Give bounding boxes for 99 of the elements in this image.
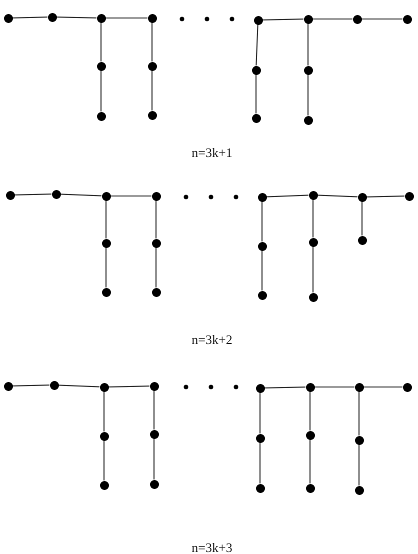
edge-line xyxy=(110,195,152,197)
vertex-dot xyxy=(150,480,158,488)
edge-line xyxy=(312,200,314,238)
edge-line xyxy=(261,250,263,290)
vertex-dot xyxy=(306,430,314,440)
edge-line xyxy=(264,386,306,388)
vertex-dot xyxy=(258,290,266,300)
edge-line xyxy=(100,70,102,112)
vertex-dot xyxy=(152,288,160,296)
edge-line xyxy=(106,17,148,19)
edge-line xyxy=(60,194,102,196)
edge-line xyxy=(259,392,261,434)
edge-line xyxy=(155,248,157,288)
edge-line xyxy=(151,22,153,62)
vertex-dot xyxy=(256,384,264,392)
edge-line xyxy=(12,384,50,386)
edge-line xyxy=(108,386,150,388)
edge-line xyxy=(105,248,107,288)
edge-line xyxy=(358,392,360,436)
edge-line xyxy=(255,74,257,114)
edge-line xyxy=(151,70,153,110)
edge-line xyxy=(307,24,309,66)
vertex-dot xyxy=(308,190,318,200)
vertex-dot xyxy=(252,114,260,122)
vertex-dot xyxy=(148,14,156,22)
vertex-dot xyxy=(102,192,110,200)
edge-line xyxy=(100,22,102,62)
vertex-dot xyxy=(256,434,264,442)
vertex-dot xyxy=(352,14,362,24)
edge-line xyxy=(103,440,105,480)
vertex-dot xyxy=(96,112,106,120)
vertex-dot xyxy=(402,14,412,24)
vertex-dot xyxy=(402,382,412,392)
vertex-dot xyxy=(50,380,58,390)
vertex-dot xyxy=(4,14,12,22)
vertex-dot xyxy=(6,190,14,200)
vertex-dot xyxy=(308,238,318,246)
vertex-dot xyxy=(96,14,106,22)
edge-line xyxy=(14,194,52,196)
vertex-dot xyxy=(304,66,312,74)
edge-line xyxy=(309,392,311,430)
vertex-dot xyxy=(252,66,260,74)
edge-line xyxy=(259,442,261,484)
edge-line xyxy=(309,440,311,484)
caption-text: n=3k+2 xyxy=(192,332,232,348)
edge-line xyxy=(362,18,402,20)
vertex-dot xyxy=(258,192,266,202)
edge-line xyxy=(153,438,155,480)
edge-line xyxy=(153,390,155,430)
vertex-dot xyxy=(52,190,60,198)
caption-text: n=3k+1 xyxy=(192,145,232,161)
vertex-dot xyxy=(150,382,158,390)
vertex-dot xyxy=(304,116,312,124)
vertex-dot xyxy=(304,14,312,24)
vertex-dot xyxy=(96,62,106,70)
vertex-dot xyxy=(354,486,364,494)
vertex-dot xyxy=(150,430,158,438)
vertex-dot xyxy=(100,382,108,392)
edge-line xyxy=(361,202,363,236)
vertex-dot xyxy=(100,480,108,490)
edge-line xyxy=(366,196,405,198)
vertex-dot xyxy=(306,484,314,492)
vertex-dot xyxy=(48,12,56,22)
caption-text: n=3k+3 xyxy=(192,540,232,554)
vertex-dot xyxy=(254,16,262,24)
vertex-dot xyxy=(152,192,160,200)
edge-line xyxy=(266,194,309,198)
vertex-dot xyxy=(404,192,414,200)
edge-line xyxy=(358,444,360,486)
edge-line xyxy=(312,246,314,292)
vertex-dot xyxy=(258,242,266,250)
vertex-dot xyxy=(358,236,366,244)
vertex-dot xyxy=(102,238,110,248)
vertex-dot xyxy=(354,382,364,392)
edge-line xyxy=(256,24,258,66)
edge-line xyxy=(58,384,100,388)
edge-line xyxy=(155,200,157,238)
edge-line xyxy=(317,194,358,198)
edge-line xyxy=(312,18,352,20)
vertex-dot xyxy=(306,382,314,392)
edge-line xyxy=(364,386,402,388)
vertex-dot xyxy=(4,382,12,390)
edge-line xyxy=(103,392,105,432)
edge-line xyxy=(314,386,354,388)
edge-line xyxy=(262,18,304,20)
edge-line xyxy=(12,16,48,18)
vertex-dot xyxy=(358,192,366,202)
vertex-dot xyxy=(256,484,264,492)
vertex-dot xyxy=(354,436,364,444)
edge-line xyxy=(56,16,97,18)
edge-line xyxy=(105,200,107,238)
vertex-dot xyxy=(148,62,156,70)
vertex-dot xyxy=(152,238,160,248)
edge-line xyxy=(307,74,309,116)
edge-line xyxy=(261,202,263,242)
vertex-dot xyxy=(148,110,156,120)
vertex-dot xyxy=(308,292,318,302)
vertex-dot xyxy=(102,288,110,296)
vertex-dot xyxy=(100,432,108,440)
